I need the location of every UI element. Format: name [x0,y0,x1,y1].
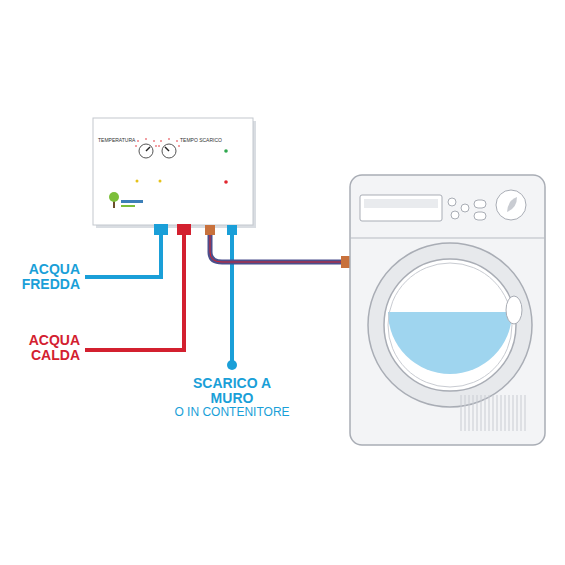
dial-ticks [135,138,180,147]
display [360,195,442,221]
dial-pointer [146,147,150,151]
dial-pointer [165,147,169,151]
cold-fitting [154,224,168,235]
logo [109,192,143,208]
green-light [224,149,228,153]
yellow-light [136,180,139,183]
display-glare [364,199,438,208]
hot-fitting [177,224,191,235]
hot-pipe [85,234,184,350]
water [388,312,512,374]
control-panel: TEMPERATURA TEMPO SCARICO [93,118,253,225]
hose-stripe [210,234,344,262]
cold-water-label: ACQUA FREDDA [8,262,80,291]
washing-machine [350,175,545,445]
door-ring [368,243,532,407]
door-handle [506,296,522,324]
dial-caption: TEMPERATURA [98,138,142,144]
panel-line [350,238,545,239]
yellow-light [159,180,162,183]
drain-label: SCARICO A MURO [182,376,282,405]
machine-hose [210,234,344,262]
vent-grill [460,395,526,431]
dial [162,144,176,158]
buttons [448,198,486,220]
door-glass [384,259,516,391]
knob-mark [507,197,517,212]
hose-fitting [341,256,350,268]
hose-fitting [205,225,215,235]
dial-caption: TEMPO SCARICO [180,138,222,144]
hot-water-label: ACQUA CALDA [8,333,80,362]
dial [139,144,153,158]
drain-outlet [227,360,237,370]
drain-fitting [227,225,237,235]
drain-note: O IN CONTENITORE [152,406,312,419]
program-knob [496,190,526,220]
cold-pipe [85,234,161,277]
control-box [93,118,253,225]
door-inner [388,263,512,387]
red-light [224,180,228,184]
drain-pipe [230,234,234,361]
